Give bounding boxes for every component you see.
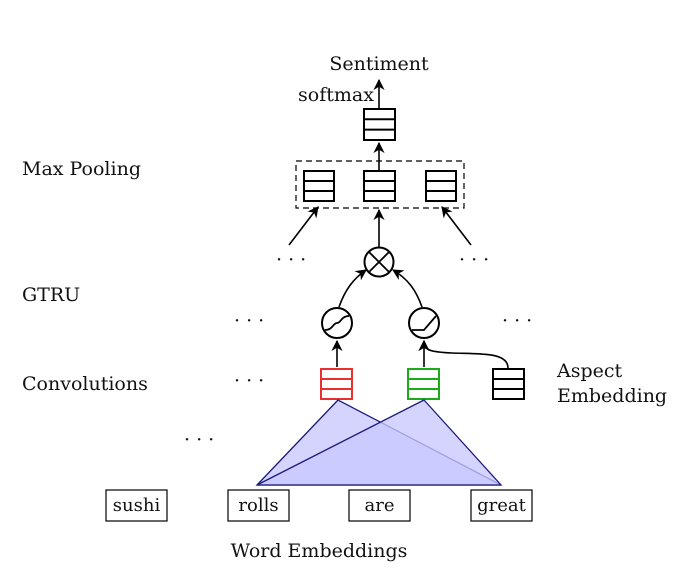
word-embeddings-label: Word Embeddings xyxy=(231,540,408,562)
max-pooling-box xyxy=(295,160,465,209)
right-to-pool-arrow xyxy=(441,206,472,246)
relu-to-mult-arrow xyxy=(392,269,423,308)
ellipsis-gtru-right: · · · xyxy=(502,310,532,332)
multiply-node xyxy=(363,246,395,278)
tanh-to-mult-arrow xyxy=(338,269,367,308)
embedding-label: Embedding xyxy=(557,385,667,407)
word-box-are: are xyxy=(348,489,411,522)
word-box-rolls: rolls xyxy=(227,489,290,522)
conv-feature-green xyxy=(407,368,440,400)
ellipsis-pool-right: · · · xyxy=(459,249,489,271)
conv-feature-red xyxy=(320,368,353,400)
gtru-label: GTRU xyxy=(22,284,80,306)
softmax-label: softmax xyxy=(298,84,374,106)
ellipsis-pool-left: · · · xyxy=(276,249,306,271)
max-pooling-label: Max Pooling xyxy=(22,158,141,180)
left-to-pool-arrow xyxy=(288,206,319,246)
aspect-to-relu-arrow xyxy=(418,339,509,369)
aspect-label: Aspect xyxy=(556,360,623,382)
conv-window-green xyxy=(256,399,503,486)
ellipsis-gtru-left: · · · xyxy=(234,310,264,332)
convolutions-label: Convolutions xyxy=(22,373,148,395)
word-great: great xyxy=(477,495,527,516)
pooled-vector-left xyxy=(303,170,335,202)
output-vector xyxy=(363,108,396,141)
word-are: are xyxy=(365,495,395,516)
ellipsis-conv-left: · · · xyxy=(234,370,264,392)
tanh-activation-node xyxy=(321,307,353,339)
word-rolls: rolls xyxy=(238,495,278,516)
ellipsis-words-left: · · · xyxy=(184,429,214,451)
word-box-sushi: sushi xyxy=(105,489,168,522)
relu-activation-node xyxy=(408,307,440,339)
pooled-vector-right xyxy=(425,170,457,202)
aspect-embedding-vector xyxy=(492,368,525,400)
pooled-vector-center xyxy=(363,170,396,202)
sentiment-label: Sentiment xyxy=(329,53,429,75)
word-sushi: sushi xyxy=(113,495,161,516)
word-box-great: great xyxy=(470,489,533,522)
